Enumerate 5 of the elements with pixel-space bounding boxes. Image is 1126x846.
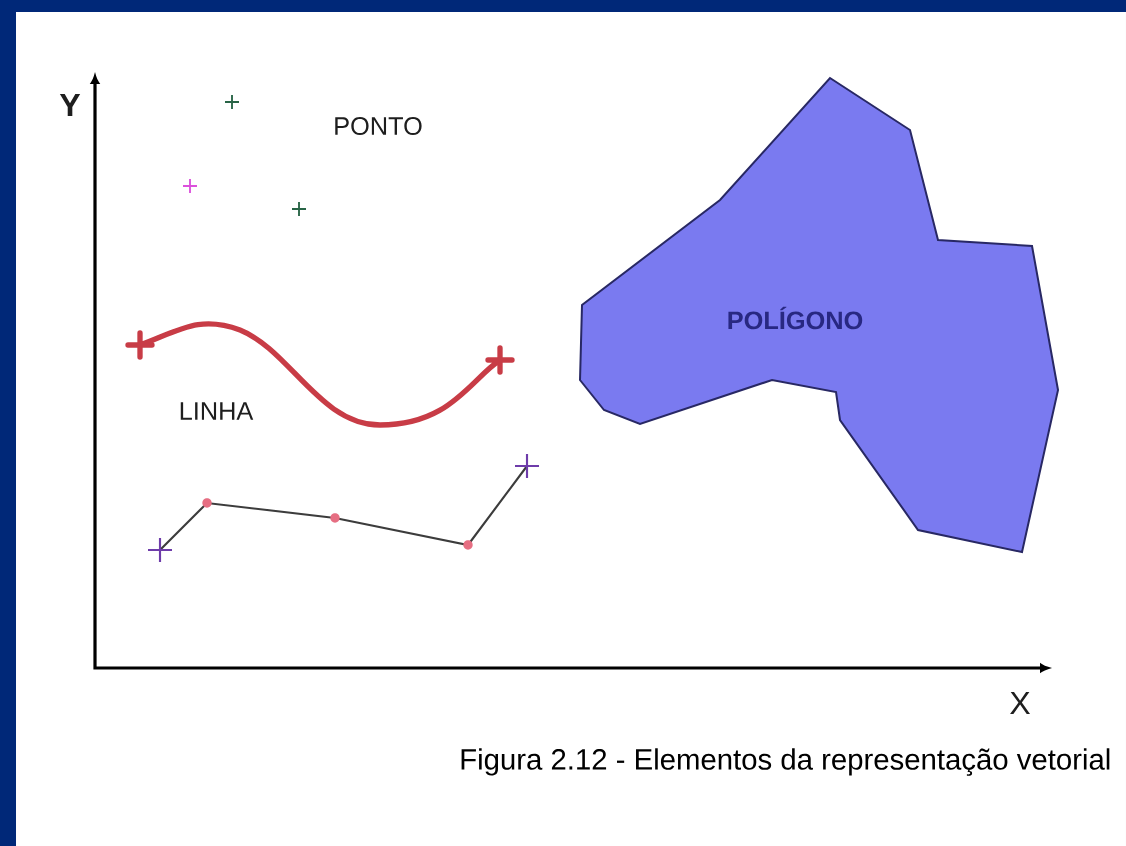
point-label: PONTO: [335, 117, 422, 135]
axis-label: Y: [59, 94, 81, 116]
line-label: LINHA: [180, 402, 254, 420]
figure-caption: Figura 2.12 - Elementos da representação vetorial: [461, 748, 1110, 776]
axis-label: X: [1010, 692, 1030, 714]
